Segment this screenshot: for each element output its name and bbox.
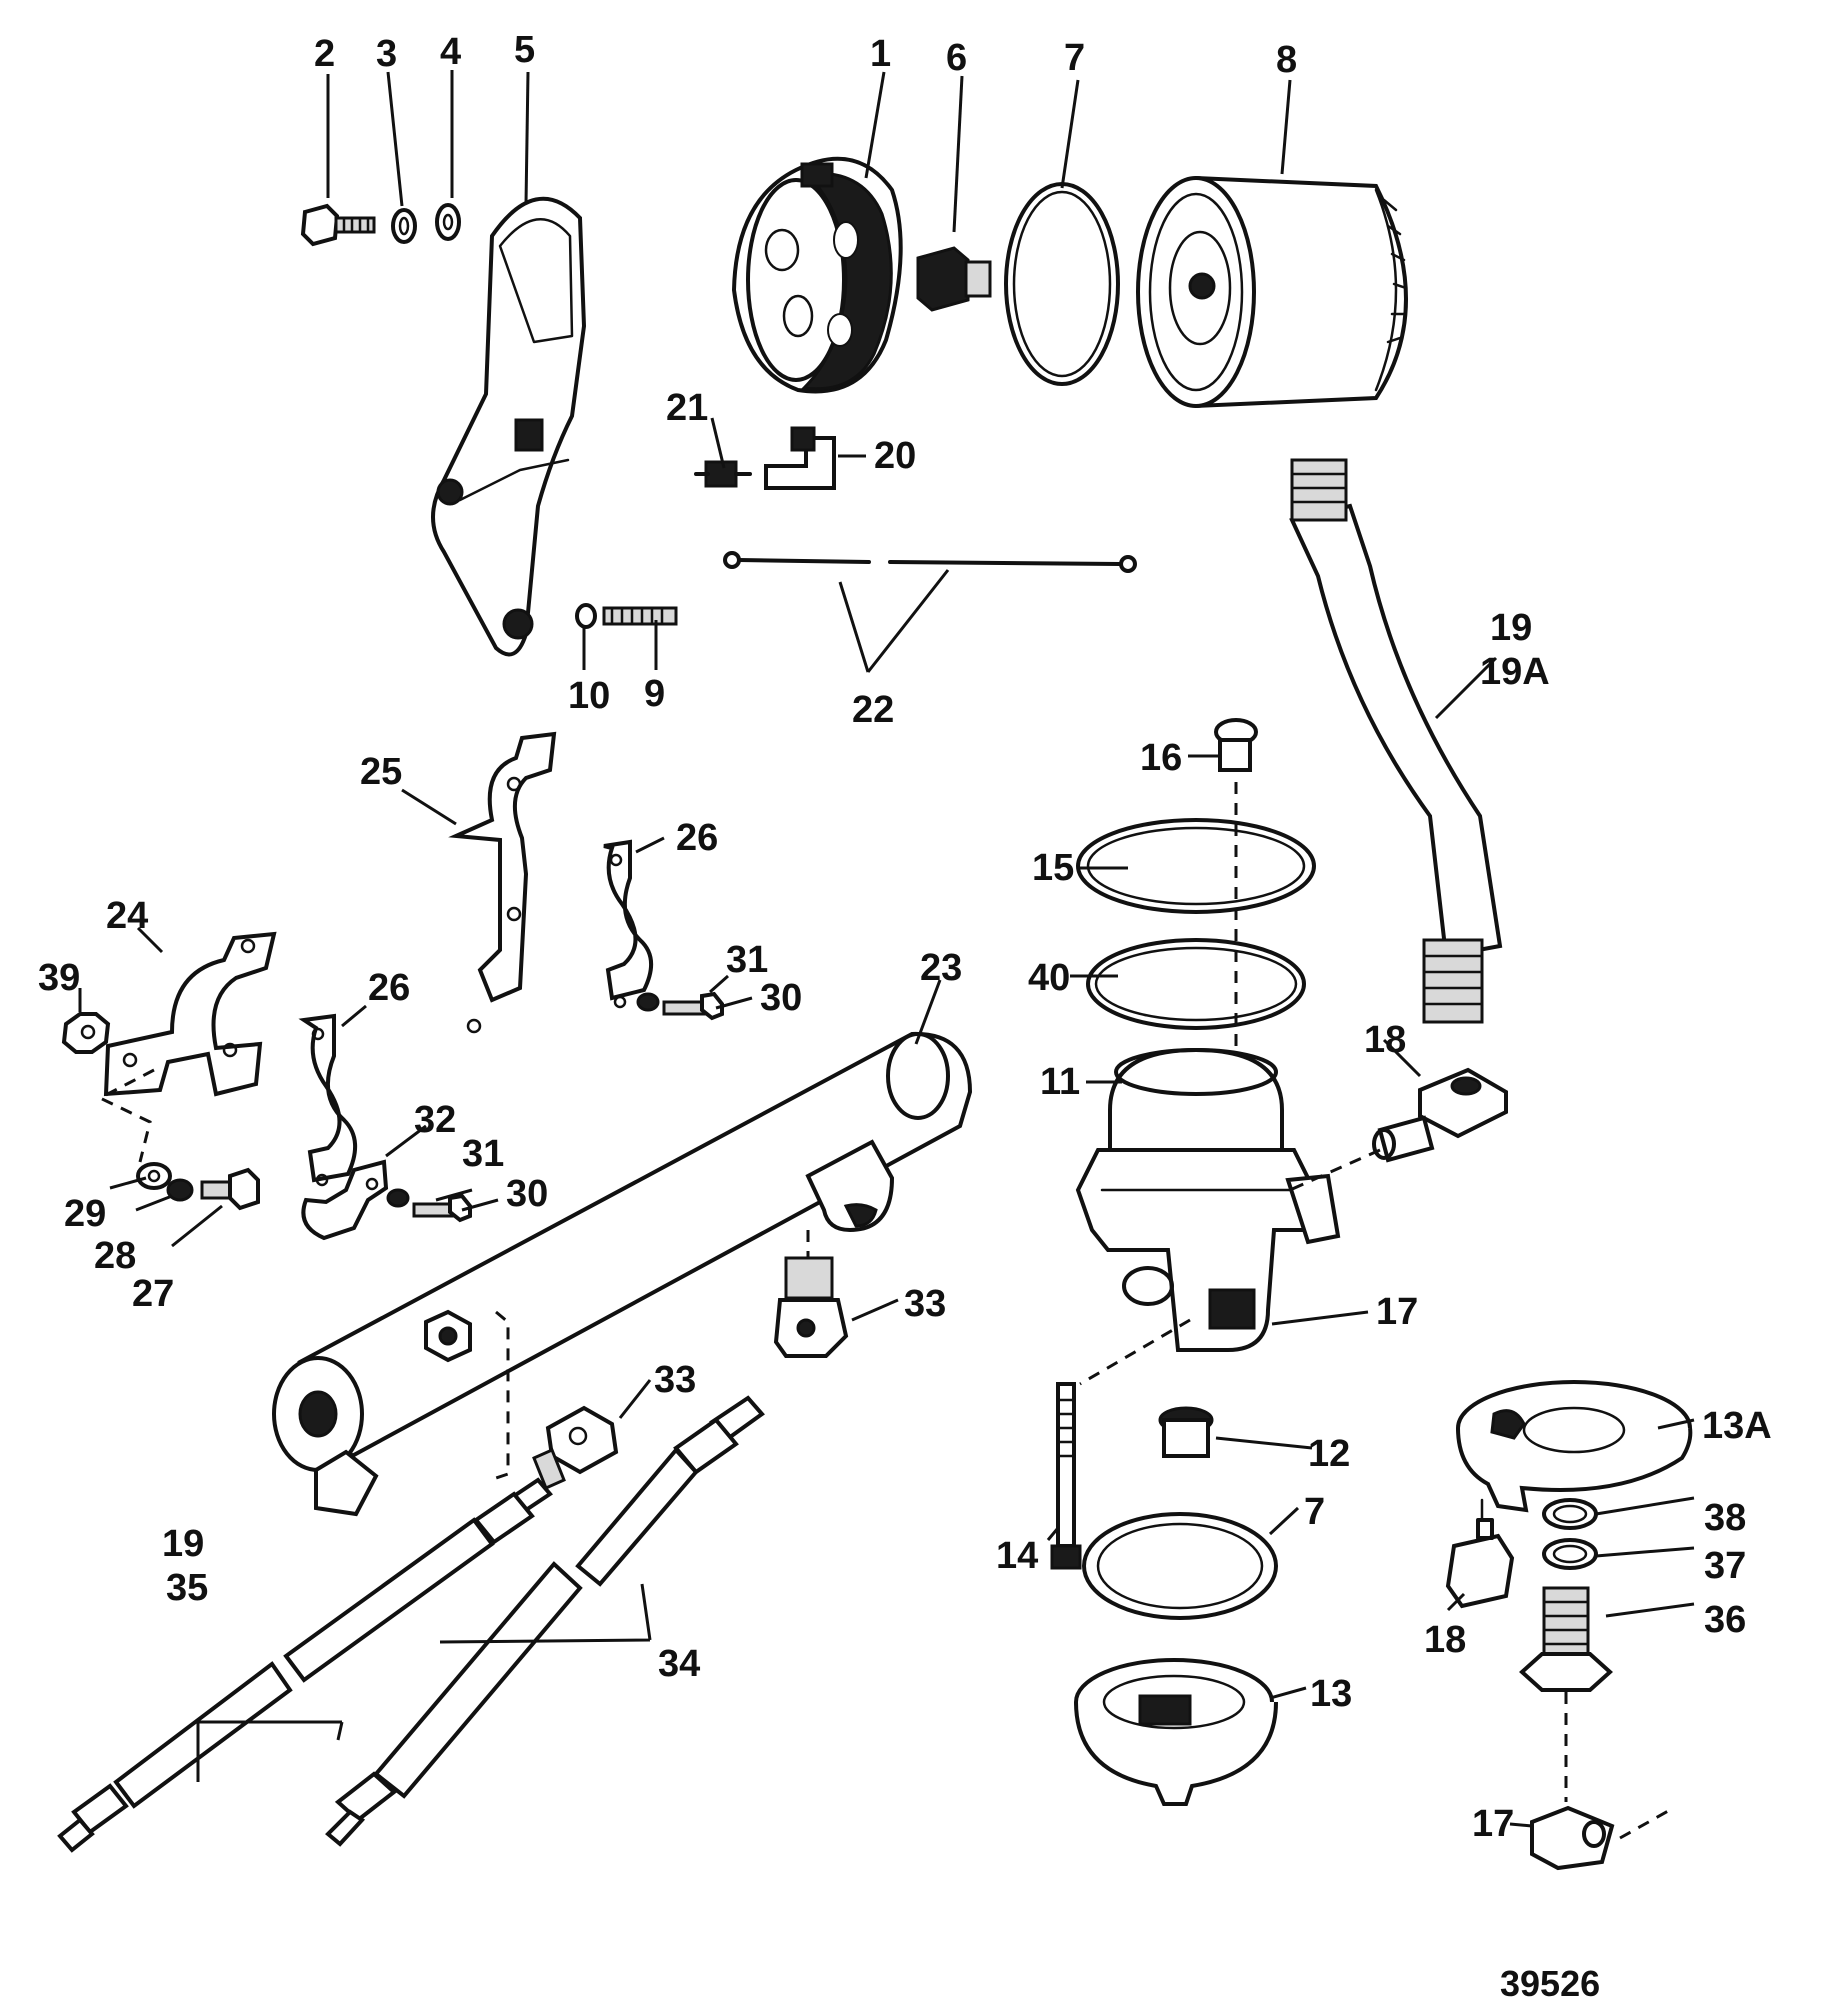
callout-label: 30 <box>760 977 802 1019</box>
callout-label: 11 <box>1040 1061 1080 1103</box>
callout-label: 3 <box>376 33 397 75</box>
adapter-plate-icon <box>1456 1380 1693 1513</box>
plug-icon <box>1214 718 1258 772</box>
oil-cooler-icon <box>272 1031 973 1517</box>
filter-base-icon <box>1074 1658 1278 1806</box>
figure-id: 39526 <box>1500 1963 1600 2004</box>
callout-label: 37 <box>1704 1545 1746 1587</box>
callout-label: 13 <box>1310 1673 1352 1715</box>
callout-label: 7 <box>1304 1491 1325 1533</box>
callout-label: 22 <box>852 689 894 731</box>
o-ring-icon <box>1004 182 1120 386</box>
mounting-bracket-icon <box>431 196 587 657</box>
callout-label: 9 <box>644 673 665 715</box>
callout-label: 1 <box>870 33 891 75</box>
callout-label: 6 <box>946 37 967 79</box>
lock-washer-icon <box>391 208 417 244</box>
screw-icon <box>662 991 724 1021</box>
callout-label: 29 <box>64 1193 106 1235</box>
washer-icon <box>136 1162 172 1190</box>
callout-label: 19 <box>162 1523 204 1565</box>
callout-label: 18 <box>1364 1019 1406 1061</box>
tee-fitting-icon <box>1372 1067 1508 1163</box>
callout-label: 21 <box>666 387 708 429</box>
nipple-fitting-icon <box>1519 1586 1613 1692</box>
elbow-fitting-icon <box>1530 1805 1615 1871</box>
callout-label: 35 <box>166 1567 208 1609</box>
callout-label: 26 <box>676 817 718 859</box>
threaded-fitting-icon <box>916 246 992 312</box>
callout-label: 38 <box>1704 1497 1746 1539</box>
callout-label: 31 <box>462 1133 504 1175</box>
bolt-icon <box>1050 1382 1082 1570</box>
tee-fitting-icon <box>1445 1518 1515 1609</box>
callout-label: 18 <box>1424 1619 1466 1661</box>
callout-label: 19 <box>1490 607 1532 649</box>
washer-icon <box>386 1188 410 1208</box>
clamp-icon <box>603 839 653 1009</box>
callout-label: 24 <box>106 895 148 937</box>
clamp-icon <box>448 731 557 1034</box>
stud-icon <box>602 606 678 626</box>
washer-icon <box>1542 1538 1598 1570</box>
callout-label: 15 <box>1032 847 1074 889</box>
lock-washer-icon <box>166 1178 194 1202</box>
callout-label: 4 <box>440 31 461 73</box>
bolt-icon <box>200 1167 260 1211</box>
plug-icon <box>1158 1406 1214 1458</box>
callout-label: 8 <box>1276 39 1297 81</box>
elbow-fitting-icon <box>773 1256 849 1358</box>
callout-label: 28 <box>94 1235 136 1277</box>
callout-label: 31 <box>726 939 768 981</box>
callout-label: 30 <box>506 1173 548 1215</box>
ground-wire-icon <box>723 551 1137 573</box>
gasket-icon <box>1082 1512 1278 1620</box>
seal-ring-icon <box>1076 818 1316 914</box>
callout-label: 26 <box>368 967 410 1009</box>
callout-label: 12 <box>1308 1433 1350 1475</box>
hose-icon <box>1289 458 1503 1024</box>
callout-label: 19A <box>1480 651 1550 693</box>
o-ring-icon <box>1086 938 1306 1030</box>
callout-label: 39 <box>38 957 80 999</box>
callout-label: 14 <box>996 1535 1038 1577</box>
elbow-fitting-icon <box>764 426 836 490</box>
screw-icon <box>412 1193 472 1223</box>
oil-filter-icon <box>1136 175 1408 409</box>
callout-label: 34 <box>658 1643 700 1685</box>
callout-label: 13A <box>1702 1405 1772 1447</box>
washer-icon <box>435 203 461 241</box>
clamp-icon <box>298 1013 357 1187</box>
callout-label: 27 <box>132 1273 174 1315</box>
nut-icon <box>61 1012 111 1054</box>
callout-label: 40 <box>1028 957 1070 999</box>
washer-icon <box>636 992 660 1012</box>
clamp-icon <box>103 931 277 1097</box>
callout-label: 7 <box>1064 37 1085 79</box>
callout-label: 33 <box>904 1283 946 1325</box>
filter-housing-icon <box>1075 1047 1341 1352</box>
callout-label: 17 <box>1472 1803 1514 1845</box>
callout-label: 36 <box>1704 1599 1746 1641</box>
hose-assembly-icon <box>325 1395 765 1847</box>
elbow-fitting-icon <box>532 1405 619 1491</box>
callout-label: 5 <box>514 29 535 71</box>
callout-label: 23 <box>920 947 962 989</box>
hose-icon <box>57 1477 553 1853</box>
clamp-icon <box>301 1159 389 1241</box>
callout-label: 25 <box>360 751 402 793</box>
oil-filter-adapter-icon <box>731 156 903 394</box>
washer-icon <box>575 603 597 629</box>
washer-icon <box>1542 1498 1598 1530</box>
bolt-icon <box>300 203 376 247</box>
callout-label: 20 <box>874 435 916 477</box>
callout-label: 16 <box>1140 737 1182 779</box>
sender-icon <box>694 460 752 488</box>
callout-label: 17 <box>1376 1291 1418 1333</box>
callout-label: 32 <box>414 1099 456 1141</box>
callout-label: 10 <box>568 675 610 717</box>
callout-label: 33 <box>654 1359 696 1401</box>
callout-label: 2 <box>314 33 335 75</box>
